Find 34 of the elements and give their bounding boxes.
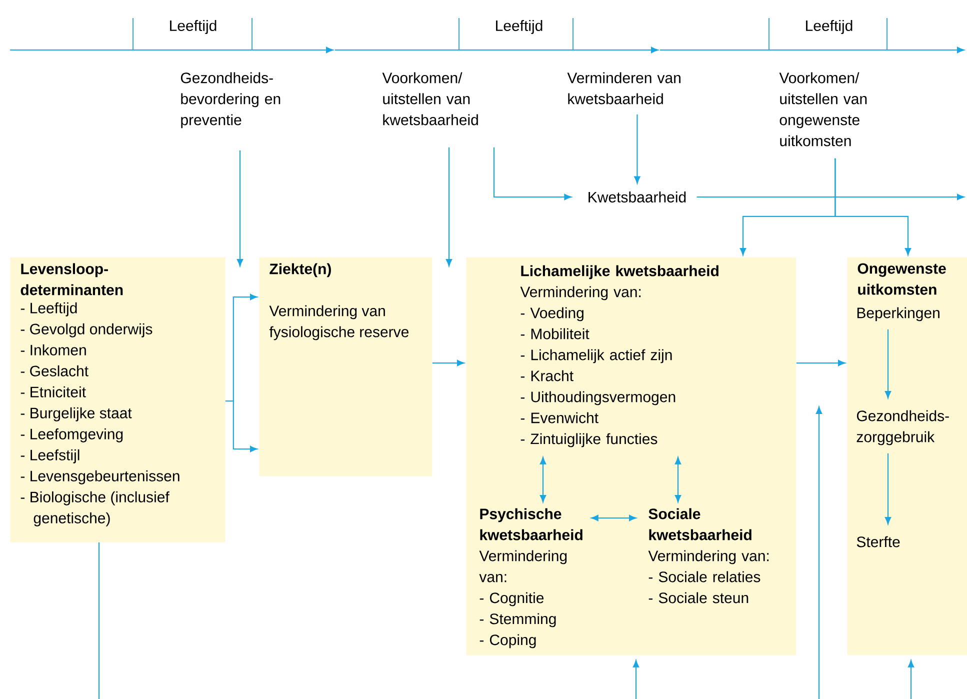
outcome-label: Gezondheids- zorggebruik <box>856 410 949 446</box>
arrow <box>884 329 892 398</box>
outcome-label: Sterfte <box>856 536 900 548</box>
outcome-label: Beperkingen <box>857 307 940 322</box>
arrow <box>432 360 464 366</box>
domain-text: Psychische kwetsbaarheid Vermindering van: - Cognitie - Stemming - Coping <box>479 508 582 648</box>
double-arrow <box>674 457 682 502</box>
determinants-box: Levensloop- determinanten - Leeftijd - Gevolgd onderwijs - Inkomen - Geslacht - Etniciteit - Burgelijke staat - Leefomgeving - Leefstijl - Levensgebeurtenissen - Biologische (inclusief genetische) <box>10 257 226 542</box>
disease-box: Ziekte(n) Vermindering van fysiologische reserve <box>259 257 432 476</box>
double-arrow <box>591 514 636 522</box>
intervention-label: Verminderen van kwetsbaarheid <box>567 72 680 104</box>
arrow <box>236 150 244 266</box>
arrow <box>696 194 964 200</box>
intervention-label: Gezondheids- bevordering en preventie <box>180 72 280 128</box>
arrow <box>908 660 914 699</box>
arrow <box>796 360 846 366</box>
intervention-label: Voorkomen/ uitstellen van kwetsbaarheid <box>382 72 478 126</box>
double-arrow <box>540 457 546 502</box>
arrow <box>493 147 572 200</box>
concept-label: Kwetsbaarheid <box>587 192 687 202</box>
axis-label: Leeftijd <box>496 20 542 34</box>
intervention-label: Voorkomen/ uitstellen van ongewenste uitkomsten <box>779 72 867 146</box>
axis-label: Leeftijd <box>806 20 852 34</box>
arrow <box>634 114 640 184</box>
arrow <box>632 660 640 699</box>
arrow <box>834 158 912 256</box>
arrow <box>884 453 892 524</box>
arrow <box>446 147 452 266</box>
arrow <box>225 400 258 452</box>
frailty-box <box>466 257 796 656</box>
connector-line <box>98 542 100 699</box>
domain-text: Lichamelijke kwetsbaarheid Vermindering van: - Voeding - Mobiliteit - Lichamelijk actief zijn - Kracht - Uithoudingsvermogen - Evenwicht - Zintuiglijke functies <box>520 265 718 448</box>
domain-text: Sociale kwetsbaarheid Vermindering van: - Sociale relaties - Sociale steun <box>648 508 769 604</box>
axis-label: Leeftijd <box>170 20 216 34</box>
